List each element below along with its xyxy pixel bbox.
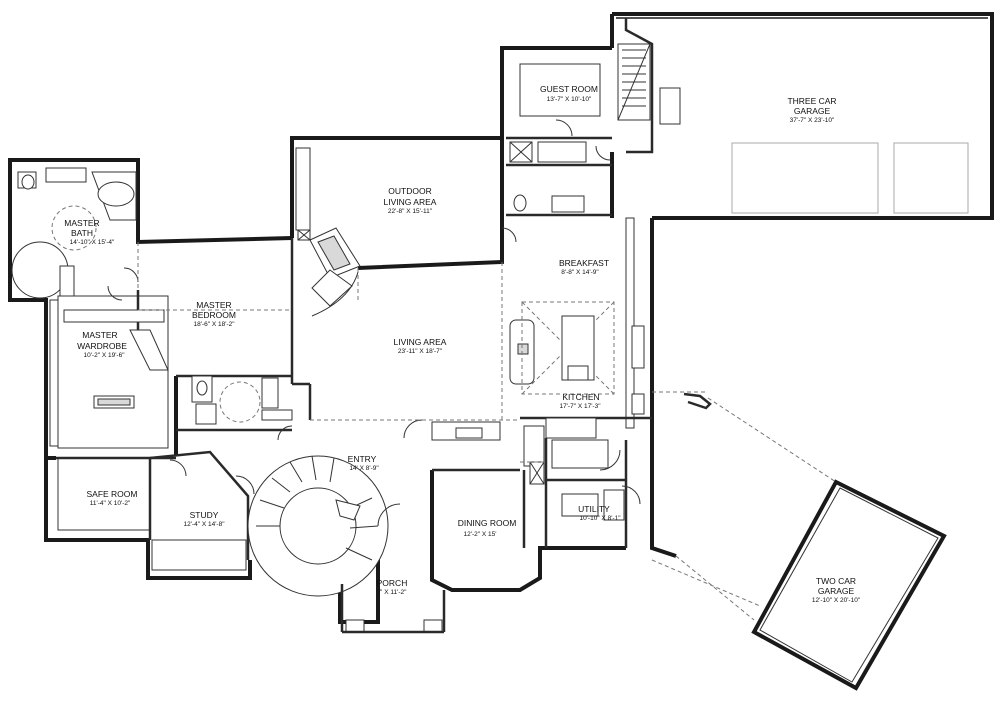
- entry-label: ENTRY: [348, 454, 377, 464]
- guest-room-label: GUEST ROOM: [540, 84, 598, 94]
- study-label: STUDY: [190, 510, 219, 520]
- kitchen-dims: 17'-7" X 17'-3": [559, 403, 601, 410]
- three-car-garage-label: THREE CAR: [787, 96, 836, 106]
- utility-label: UTILITY: [578, 504, 610, 514]
- room-labels: MASTER BATH 14'-10" X 15'-4" MASTER WARD…: [64, 84, 861, 604]
- outdoor-living-label: OUTDOOR: [388, 186, 431, 196]
- entry-dims: 14' X 8'-9": [349, 465, 379, 472]
- master-bedroom-label-2: BEDROOM: [192, 310, 236, 320]
- dining-room-dims: 12'-2" X 15': [464, 531, 497, 538]
- kitchen-label: KITCHEN: [562, 392, 599, 402]
- master-wardrobe-dims: 10'-2" X 19'-6": [83, 352, 125, 359]
- guest-room-dims: 13'-7" X 10'-10": [547, 96, 592, 103]
- outdoor-living-dims: 22'-8" X 15'-11": [388, 208, 433, 215]
- three-car-garage-dims: 37'-7" X 23'-10": [790, 117, 835, 124]
- two-car-garage-structure: [651, 391, 947, 691]
- porch-dims: 7' X 11'-2": [378, 589, 408, 596]
- outdoor-living-label-2: LIVING AREA: [384, 197, 437, 207]
- living-area-dims: 23'-11" X 18'-7": [398, 348, 443, 355]
- master-bath-label: MASTER: [64, 218, 99, 228]
- three-car-garage-label-2: GARAGE: [794, 106, 831, 116]
- safe-room-dims: 11'-4" X 10'-2": [90, 500, 131, 507]
- porch-label: PORCH: [377, 578, 408, 588]
- two-car-garage-label-2: GARAGE: [818, 586, 855, 596]
- study-dims: 12'-4" X 14'-8": [183, 521, 225, 528]
- two-car-garage-label: TWO CAR: [816, 576, 856, 586]
- dining-room-label: DINING ROOM: [458, 518, 517, 528]
- master-bedroom-label: MASTER: [196, 300, 231, 310]
- breakfast-label: BREAKFAST: [559, 258, 609, 268]
- safe-room-label: SAFE ROOM: [86, 489, 137, 499]
- master-bath-label-2: BATH: [71, 228, 93, 238]
- living-area-label: LIVING AREA: [394, 337, 447, 347]
- utility-dims: 10'-10" X 8'-1": [579, 515, 621, 522]
- two-car-garage-dims: 12'-10" X 20'-10": [812, 597, 861, 604]
- master-bedroom-dims: 18'-6" X 18'-2": [193, 321, 235, 328]
- master-wardrobe-label: MASTER: [82, 330, 117, 340]
- master-bath-dims: 14'-10" X 15'-4": [70, 239, 115, 246]
- breakfast-dims: 8'-8" X 14'-9": [561, 269, 599, 276]
- interior-walls: [11, 18, 969, 634]
- master-wardrobe-label-2: WARDROBE: [77, 341, 127, 351]
